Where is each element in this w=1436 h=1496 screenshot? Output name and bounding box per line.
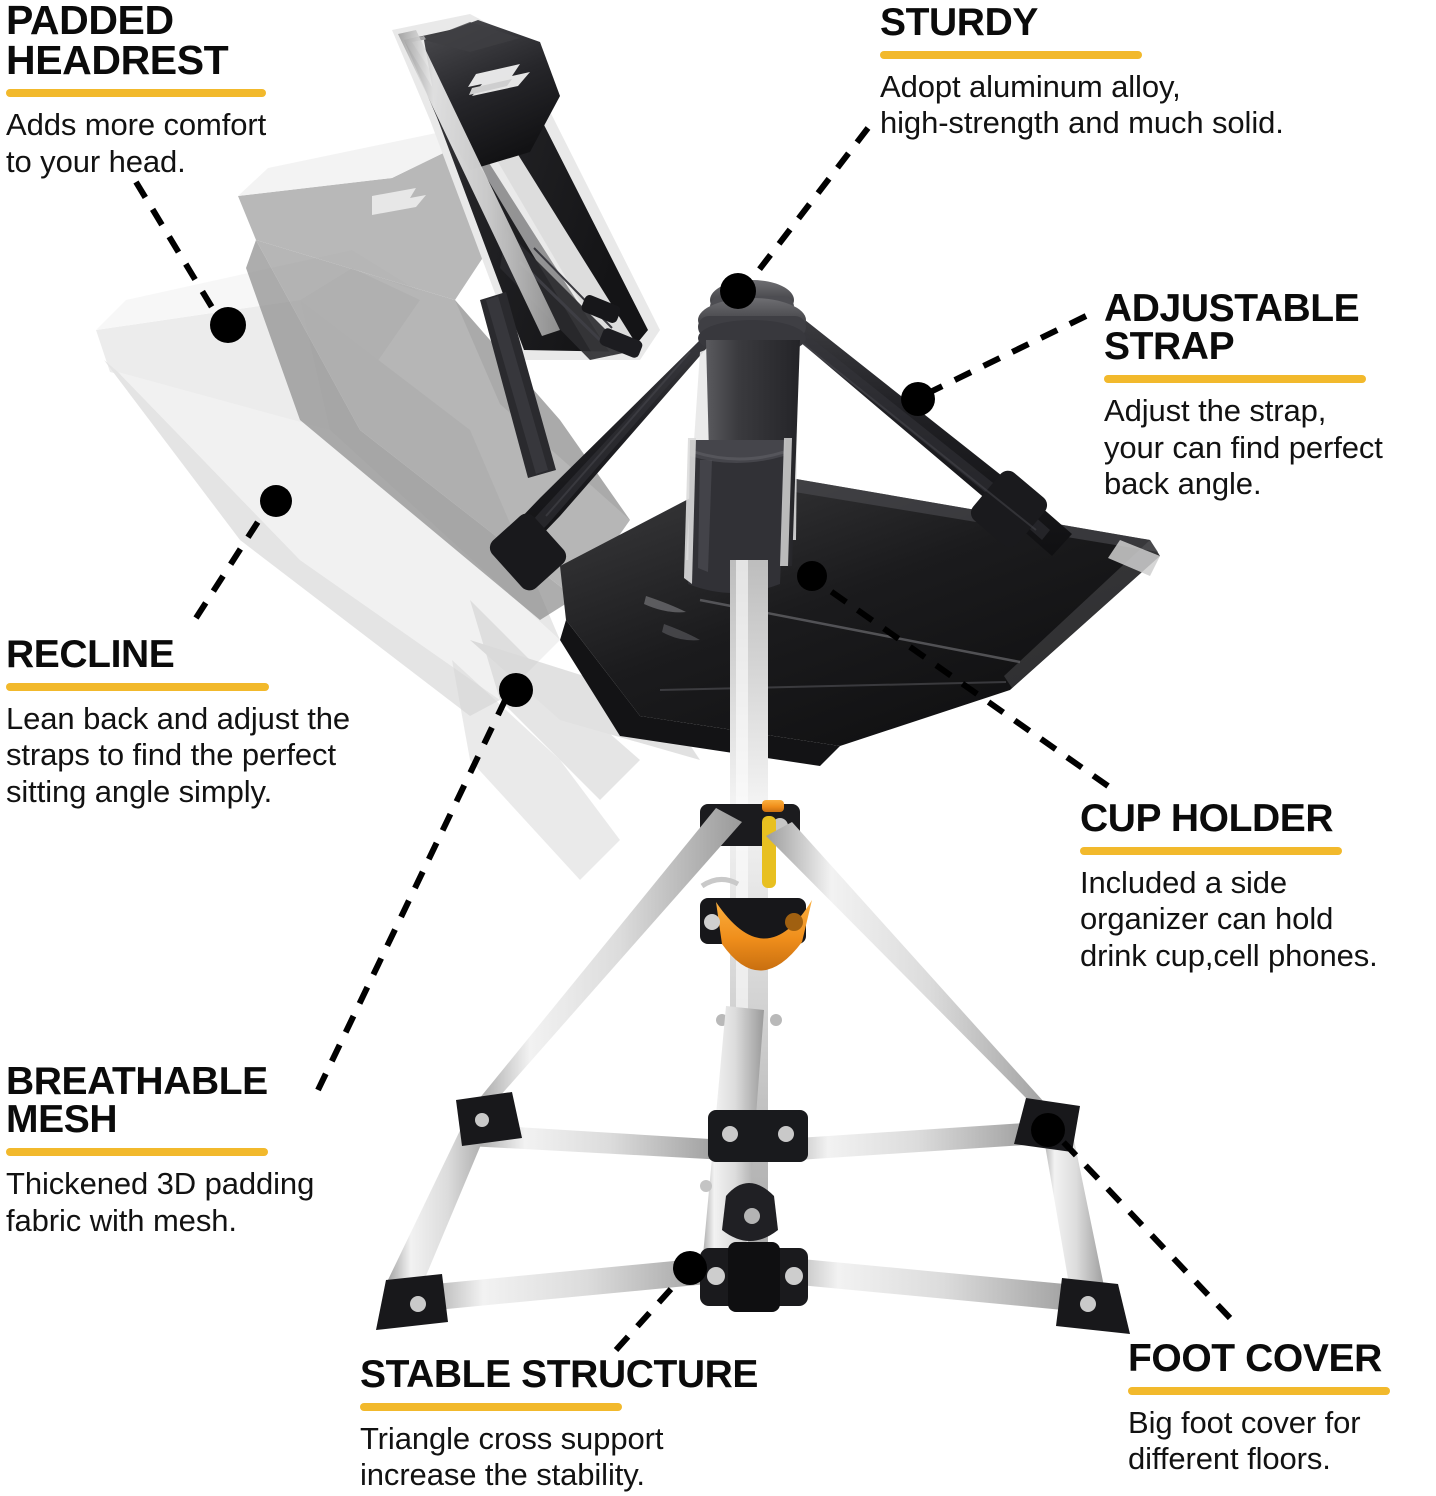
callout-rule-recline [6,683,269,692]
cup-holder-assembly [684,280,806,593]
dot-foot-cover [1031,1113,1065,1147]
dot-adjustable-strap [901,382,935,416]
leader-sturdy [739,126,871,294]
callout-rule-sturdy [880,51,1142,60]
callout-rule-breathable-mesh [6,1148,268,1157]
callout-rule-cup-holder [1080,847,1342,856]
callout-rule-stable-structure [360,1403,622,1412]
callout-sturdy: STURDY Adopt aluminum alloy, high-streng… [880,1,1380,142]
dot-padded-headrest [210,307,246,343]
callout-title-cup-holder: CUP HOLDER [1080,797,1334,840]
leader-cup-holder [810,575,1110,789]
callout-body-sturdy: Adopt aluminum alloy, high-strength and … [880,69,1284,141]
callout-adjustable-strap: ADJUSTABLE STRAP Adjust the strap, your … [1104,287,1436,502]
leader-adjustable-strap [920,313,1088,399]
callout-rule-foot-cover [1128,1387,1390,1396]
callout-cup-holder: CUP HOLDER Included a side organizer can… [1080,797,1430,974]
callout-padded-headrest: PADDED HEADREST Adds more comfort to you… [6,0,336,180]
callout-recline: RECLINE Lean back and adjust the straps … [6,633,426,810]
dot-stable-structure [673,1251,707,1285]
adjustable-straps [489,316,1072,591]
leader-lines [133,126,1233,1353]
callout-body-foot-cover: Big foot cover for different floors. [1128,1405,1361,1477]
callout-rule-padded-headrest [6,89,266,98]
dot-recline [260,485,292,517]
callout-title-stable-structure: STABLE STRUCTURE [360,1353,759,1396]
dot-cup-holder [797,561,827,591]
callout-breathable-mesh: BREATHABLE MESH Thickened 3D padding fab… [6,1060,396,1239]
callout-foot-cover: FOOT COVER Big foot cover for different … [1128,1337,1436,1478]
callout-body-adjustable-strap: Adjust the strap, your can find perfect … [1104,393,1383,501]
dot-breathable-mesh [499,673,533,707]
callout-body-stable-structure: Triangle cross support increase the stab… [360,1421,664,1493]
callout-title-recline: RECLINE [6,633,175,676]
callout-title-foot-cover: FOOT COVER [1128,1337,1382,1380]
callout-title-adjustable-strap: ADJUSTABLE STRAP [1104,287,1360,369]
callout-body-cup-holder: Included a side organizer can hold drink… [1080,865,1378,973]
brand-logo-mark [468,64,530,96]
callout-title-sturdy: STURDY [880,1,1038,44]
leader-padded-headrest [133,180,219,316]
callout-rule-adjustable-strap [1104,375,1366,384]
dot-sturdy [720,273,756,309]
callout-body-recline: Lean back and adjust the straps to find … [6,701,351,809]
callout-title-breathable-mesh: BREATHABLE MESH [6,1060,268,1142]
callout-body-padded-headrest: Adds more comfort to your head. [6,107,267,179]
leader-dots [210,273,1065,1285]
leader-breathable-mesh [315,688,513,1092]
chair-seat [560,470,1160,766]
callout-stable-structure: STABLE STRUCTURE Triangle cross support … [360,1353,820,1494]
callout-body-breathable-mesh: Thickened 3D padding fabric with mesh. [6,1166,315,1238]
chair-frame [376,560,1130,1334]
chair-backrest [392,14,660,478]
leader-recline [193,498,275,620]
leader-foot-cover [1049,1127,1233,1321]
callout-title-padded-headrest: PADDED HEADREST [6,0,229,84]
